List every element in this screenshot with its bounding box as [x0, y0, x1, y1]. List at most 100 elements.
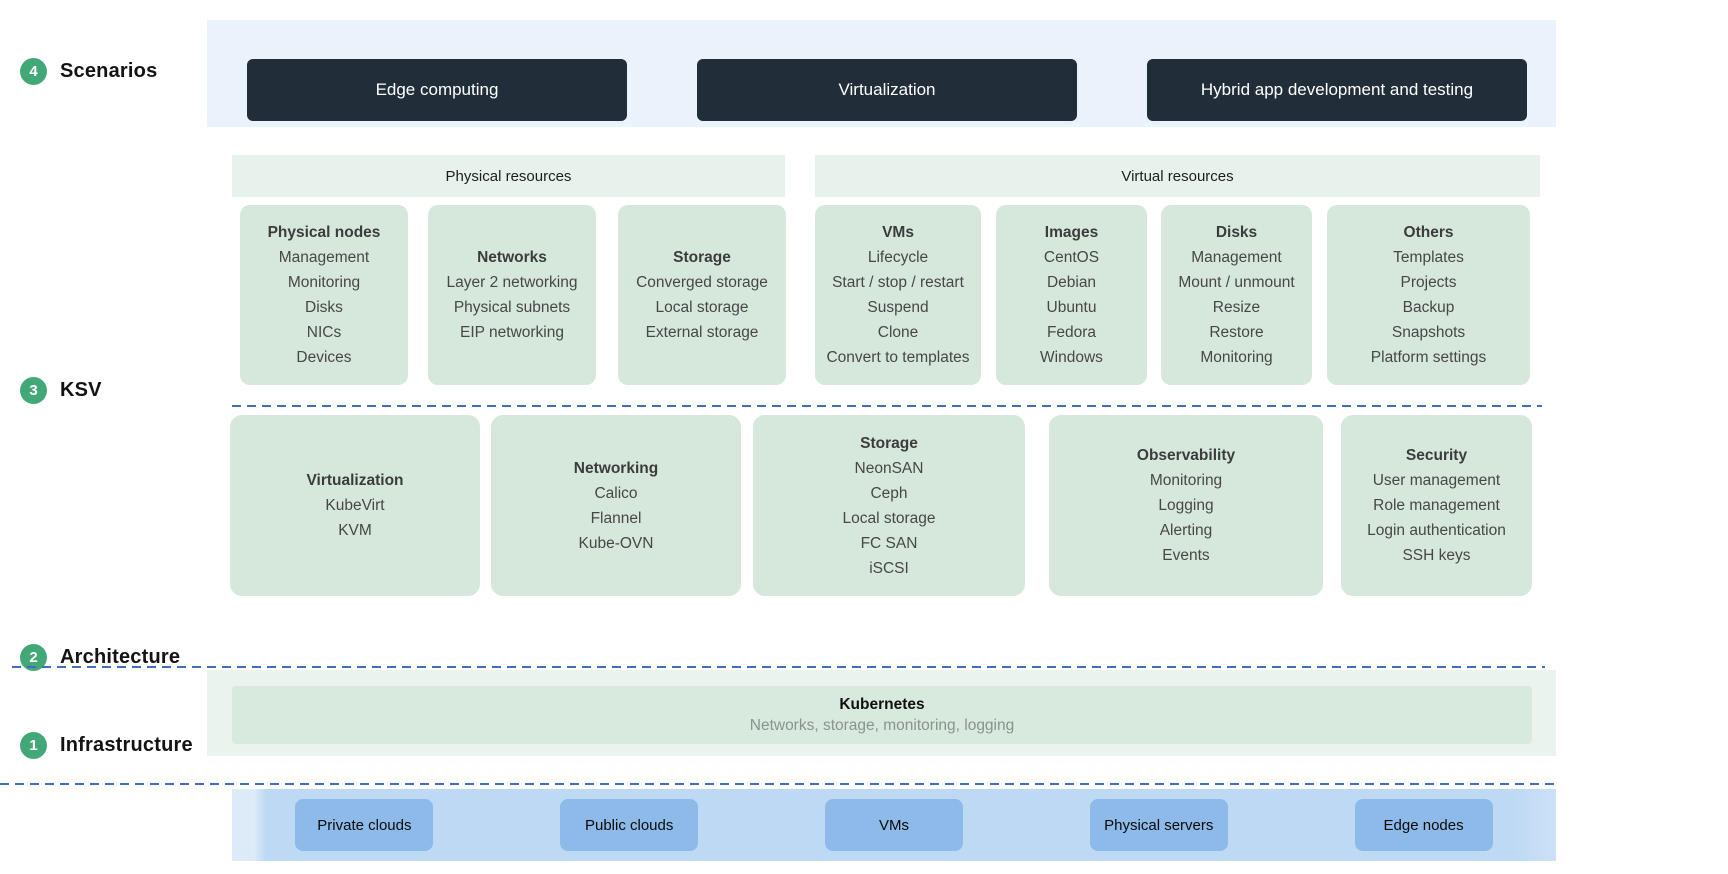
card-title: Storage	[673, 249, 731, 266]
card-item: iSCSI	[869, 559, 909, 577]
card-item: Devices	[296, 349, 352, 366]
card-item: Flannel	[590, 509, 642, 527]
card-item: Local storage	[842, 509, 936, 527]
layer-label-text: Architecture	[60, 645, 181, 668]
card-title: Security	[1405, 447, 1468, 464]
scenario-virtualization: Virtualization	[697, 59, 1077, 121]
layer-label-text: Scenarios	[60, 59, 158, 82]
card-item: Management	[278, 249, 370, 266]
card-item: Kube-OVN	[578, 534, 654, 552]
card-item: Snapshots	[1391, 324, 1466, 341]
card-item: Projects	[1400, 274, 1457, 291]
layer-label-text: KSV	[60, 378, 102, 401]
card-security: Security User management Role management…	[1341, 415, 1532, 596]
kubernetes-box: Kubernetes Networks, storage, monitoring…	[232, 686, 1532, 744]
card-item: Layer 2 networking	[446, 274, 578, 291]
layer-label-text: Infrastructure	[60, 733, 193, 756]
physical-resources-header: Physical resources	[232, 155, 785, 197]
card-item: EIP networking	[460, 324, 564, 341]
layer-label-architecture: 2 Architecture	[20, 643, 180, 671]
card-item: Mount / unmount	[1178, 274, 1295, 291]
card-item: Platform settings	[1370, 349, 1487, 366]
card-item: Fedora	[1046, 324, 1097, 341]
card-item: Templates	[1393, 249, 1464, 266]
infrastructure-band: Private clouds Public clouds VMs Physica…	[232, 789, 1556, 861]
card-title: Networking	[573, 459, 659, 477]
card-images: Images CentOS Debian Ubuntu Fedora Windo…	[996, 205, 1147, 385]
card-item: Start / stop / restart	[832, 274, 964, 291]
card-storage-platform: Storage NeonSAN Ceph Local storage FC SA…	[753, 415, 1025, 596]
card-item: Resize	[1212, 299, 1261, 316]
card-title: Disks	[1215, 224, 1258, 241]
infra-physical-servers: Physical servers	[1089, 799, 1228, 851]
card-item: Debian	[1046, 274, 1097, 291]
kubernetes-title: Kubernetes	[839, 696, 925, 713]
card-title: Virtualization	[306, 472, 404, 489]
card-item: External storage	[645, 324, 759, 341]
card-item: Converged storage	[636, 274, 768, 291]
card-item: CentOS	[1043, 249, 1100, 266]
card-item: Physical subnets	[453, 299, 571, 316]
card-title: Physical nodes	[267, 224, 381, 241]
card-networks: Networks Layer 2 networking Physical sub…	[428, 205, 596, 385]
card-title: Images	[1044, 224, 1099, 241]
card-item: Backup	[1402, 299, 1455, 316]
card-item: NeonSAN	[854, 459, 924, 477]
card-item: Events	[1162, 547, 1210, 564]
layer-number-badge: 1	[20, 731, 47, 759]
card-item: Local storage	[655, 299, 749, 316]
scenarios-band: Edge computing Virtualization Hybrid app…	[207, 20, 1556, 127]
architecture-dashed-divider	[12, 666, 1545, 668]
card-item: Management	[1191, 249, 1282, 266]
card-storage-physical: Storage Converged storage Local storage …	[618, 205, 786, 385]
card-physical-nodes: Physical nodes Management Monitoring Dis…	[240, 205, 408, 385]
kubernetes-subtitle: Networks, storage, monitoring, logging	[749, 717, 1015, 734]
card-title: Others	[1403, 224, 1454, 241]
card-item: Suspend	[867, 299, 929, 316]
layer-label-infrastructure: 1 Infrastructure	[20, 731, 193, 759]
card-item: Windows	[1040, 349, 1103, 366]
infra-vms: VMs	[824, 799, 963, 851]
card-item: Logging	[1158, 497, 1214, 514]
card-title: Networks	[477, 249, 547, 266]
card-networking: Networking Calico Flannel Kube-OVN	[491, 415, 741, 596]
layer-number-badge: 4	[20, 57, 47, 85]
ksv-dashed-divider	[232, 405, 1542, 407]
card-item: Monitoring	[1149, 472, 1223, 489]
infra-public-clouds: Public clouds	[560, 799, 699, 851]
card-item: Restore	[1209, 324, 1264, 341]
card-item: User management	[1372, 472, 1501, 489]
card-item: Alerting	[1159, 522, 1213, 539]
card-item: FC SAN	[860, 534, 918, 552]
card-item: Login authentication	[1367, 522, 1506, 539]
layer-number-badge: 3	[20, 376, 47, 404]
card-item: Lifecycle	[867, 249, 929, 266]
virtual-resources-header: Virtual resources	[815, 155, 1540, 197]
card-item: Role management	[1373, 497, 1500, 514]
card-item: Monitoring	[1200, 349, 1273, 366]
card-item: KubeVirt	[325, 497, 385, 514]
layer-label-ksv: 3 KSV	[20, 376, 102, 404]
card-item: Convert to templates	[826, 349, 970, 366]
card-item: Monitoring	[287, 274, 361, 291]
architecture-band: Kubernetes Networks, storage, monitoring…	[207, 670, 1556, 756]
card-item: KVM	[338, 522, 372, 539]
infrastructure-dashed-divider	[0, 783, 1556, 785]
card-title: Storage	[860, 434, 918, 452]
card-item: Disks	[305, 299, 343, 316]
card-vms: VMs Lifecycle Start / stop / restart Sus…	[815, 205, 981, 385]
card-item: Calico	[594, 484, 638, 502]
infra-private-clouds: Private clouds	[295, 799, 434, 851]
infra-edge-nodes: Edge nodes	[1354, 799, 1493, 851]
card-others: Others Templates Projects Backup Snapsho…	[1327, 205, 1530, 385]
card-item: Ubuntu	[1046, 299, 1097, 316]
card-title: Observability	[1136, 447, 1236, 464]
card-disks: Disks Management Mount / unmount Resize …	[1161, 205, 1312, 385]
card-virtualization: Virtualization KubeVirt KVM	[230, 415, 480, 596]
card-item: SSH keys	[1402, 547, 1471, 564]
layer-label-scenarios: 4 Scenarios	[20, 57, 157, 85]
card-title: VMs	[882, 224, 914, 241]
card-observability: Observability Monitoring Logging Alertin…	[1049, 415, 1323, 596]
scenario-edge-computing: Edge computing	[247, 59, 627, 121]
